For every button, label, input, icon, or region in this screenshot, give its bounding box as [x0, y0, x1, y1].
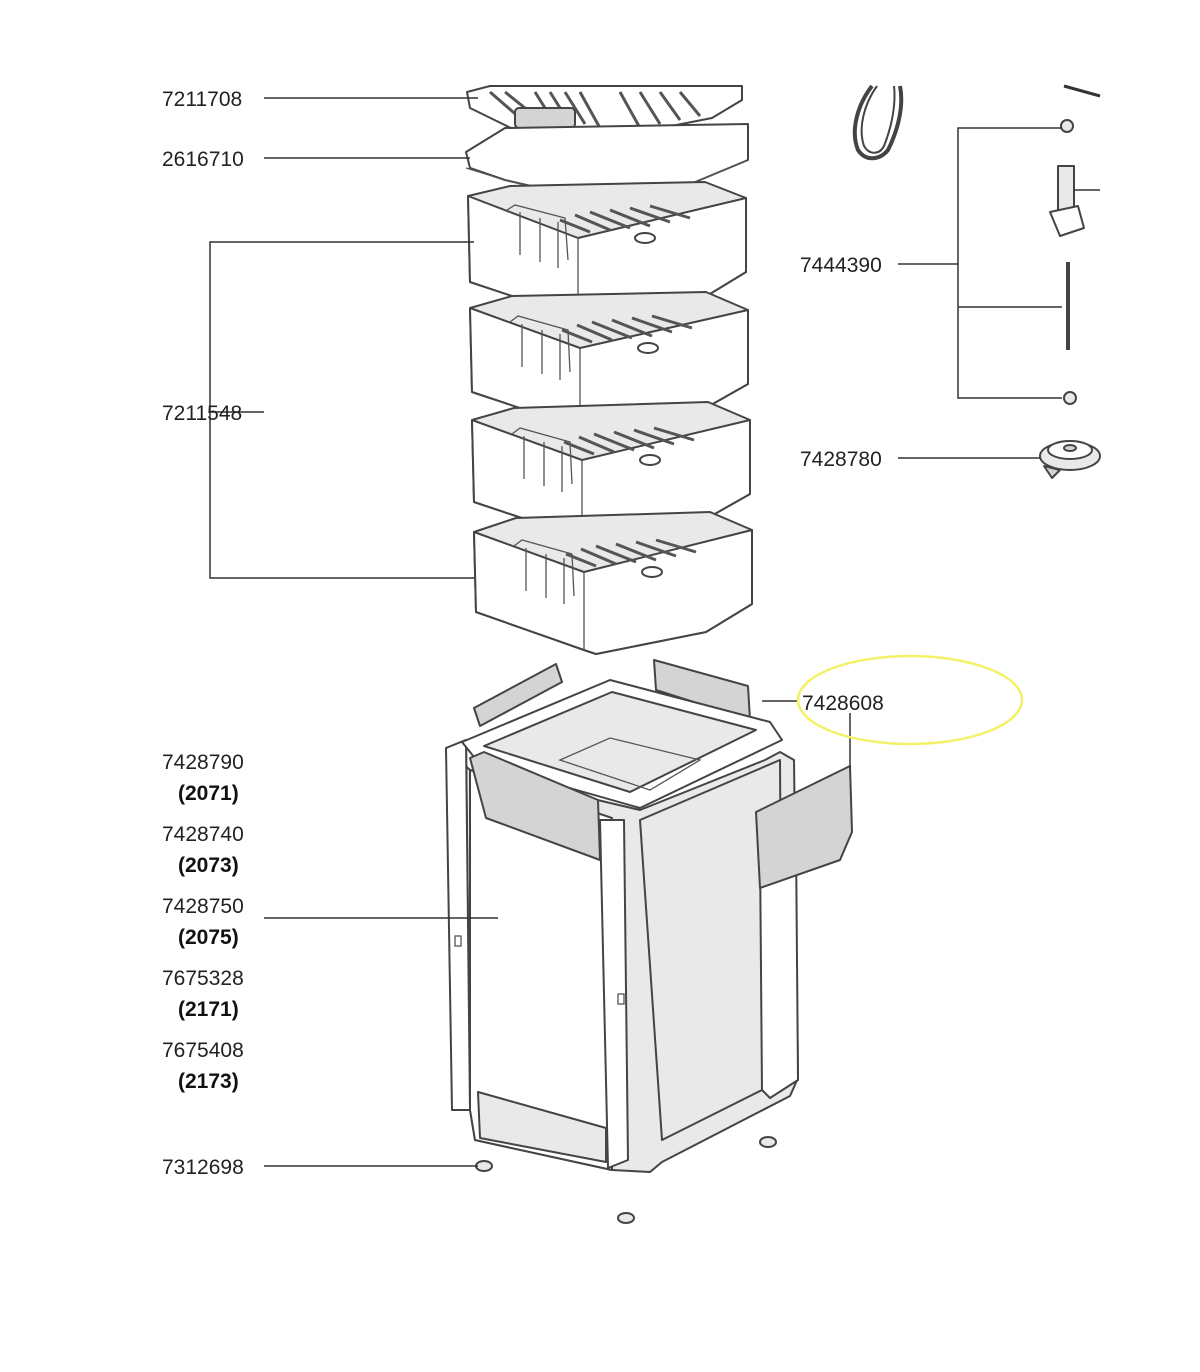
feet [475, 1136, 777, 1224]
canister [445, 659, 853, 1173]
hose-loop [852, 84, 904, 161]
lid-grid [466, 85, 743, 139]
label-canister-3-code: 7428750 [162, 895, 244, 918]
label-lid-grid: 7211708 [162, 88, 242, 111]
baskets [467, 181, 753, 655]
label-canister-2-model: (2073) [178, 854, 239, 877]
label-canister-4-model: (2171) [178, 998, 239, 1021]
label-impeller-cover: 7428780 [800, 448, 882, 471]
cable-fragment [1063, 84, 1101, 98]
label-canister-5-model: (2173) [178, 1070, 239, 1093]
label-feet: 7312698 [162, 1156, 244, 1179]
leader-lines [209, 97, 1062, 1167]
label-canister-2-code: 7428740 [162, 823, 244, 846]
label-impeller-set: 7444390 [800, 254, 882, 277]
label-lid-plate: 2616710 [162, 148, 244, 171]
highlight-circle [796, 654, 1024, 746]
label-canister-5-code: 7675408 [162, 1039, 244, 1062]
impeller-set [1049, 119, 1100, 405]
impeller-cover [1039, 440, 1101, 479]
label-canister-1-code: 7428790 [162, 751, 244, 774]
basket-3 [471, 401, 751, 543]
label-baskets: 7211548 [162, 402, 242, 425]
basket-1 [467, 181, 747, 323]
basket-4 [473, 511, 753, 655]
label-canister-4-code: 7675328 [162, 967, 244, 990]
label-canister-1-model: (2071) [178, 782, 239, 805]
label-canister-clips: 7428608 [802, 692, 884, 715]
label-canister-3-model: (2075) [178, 926, 239, 949]
